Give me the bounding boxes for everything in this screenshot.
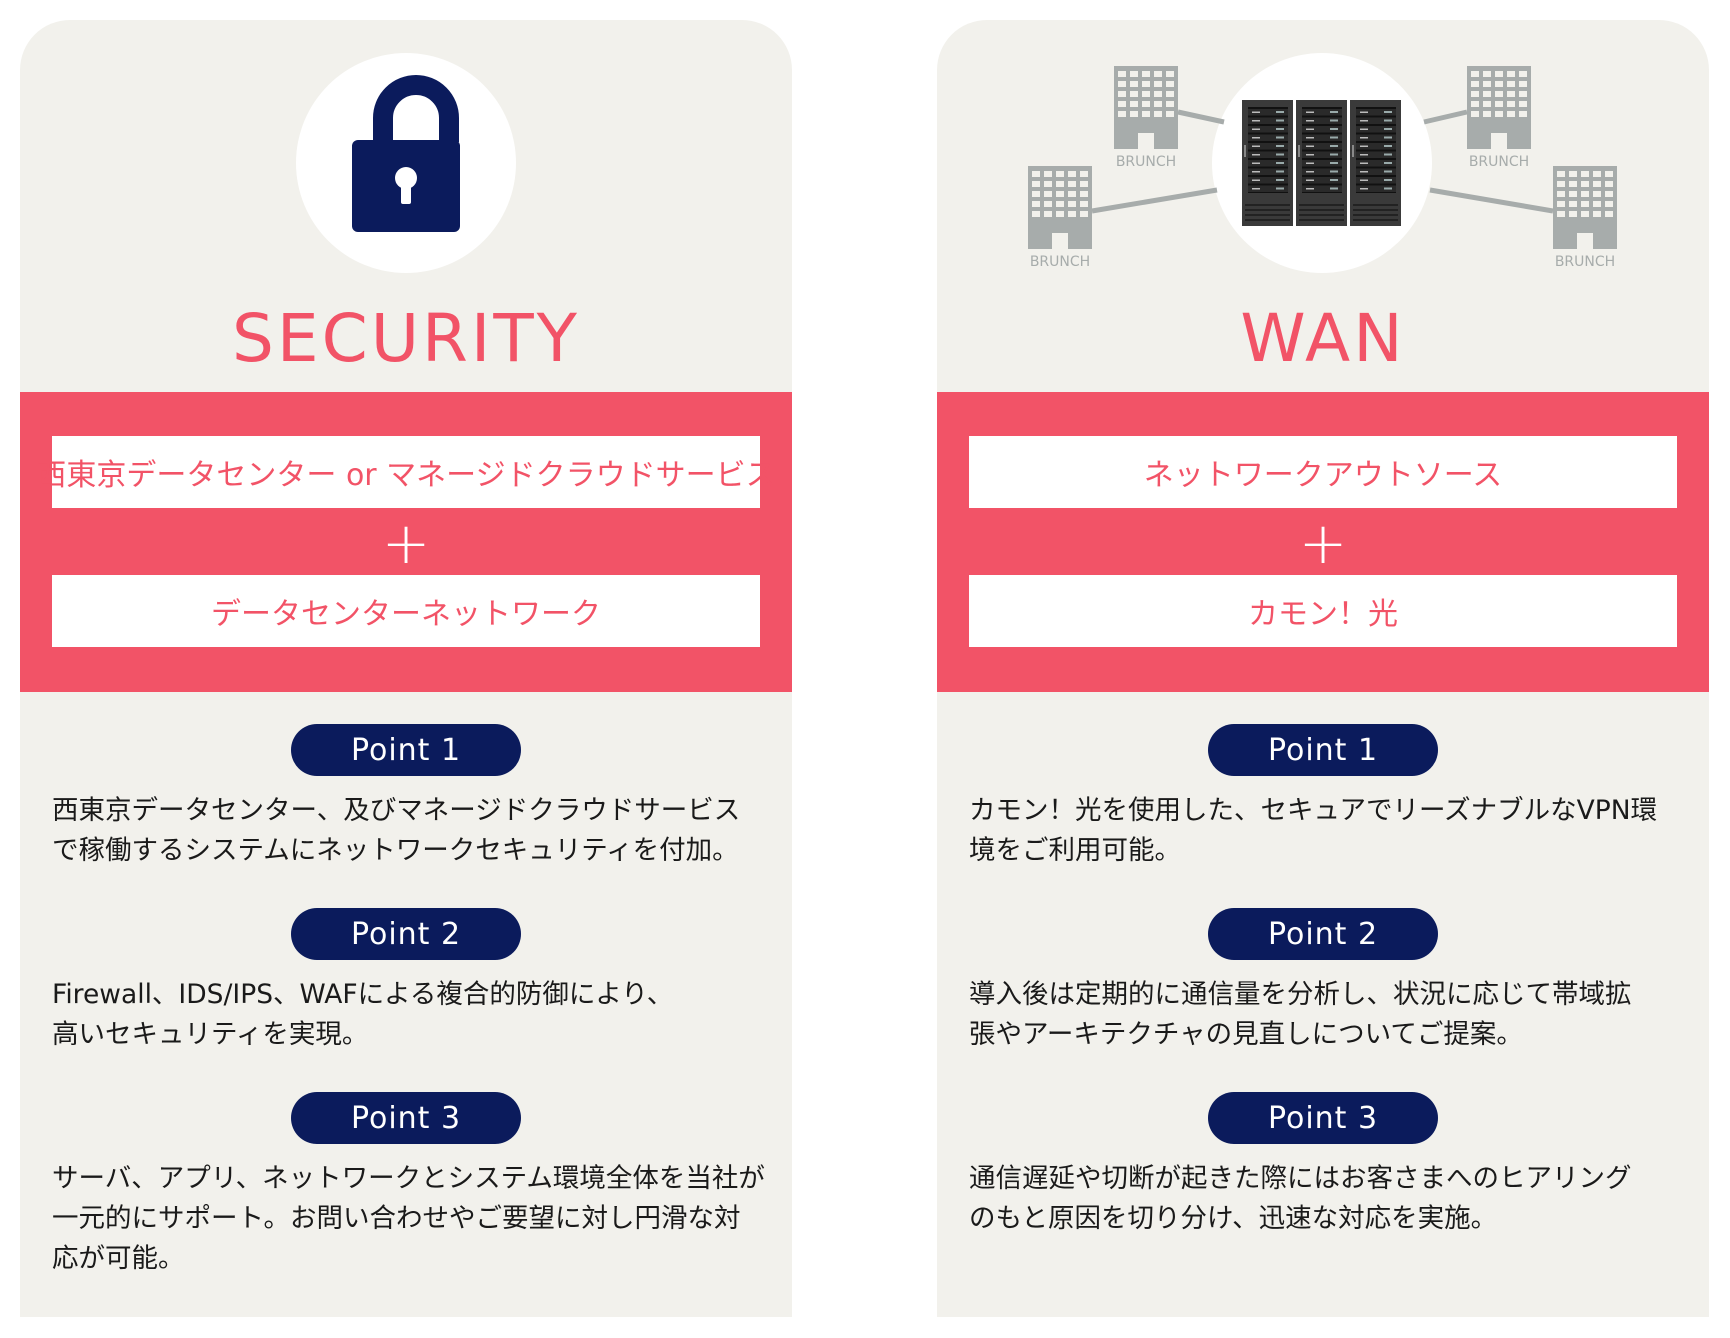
security-offer-2: データセンターネットワーク	[52, 575, 760, 647]
description-line: 境をご利用可能。	[969, 835, 1181, 866]
point-3-badge: Point 3	[1208, 1092, 1438, 1144]
branch-building-icon: BRUNCH	[1467, 66, 1531, 170]
branch-label: BRUNCH	[1030, 254, 1090, 270]
plus-icon: +	[1298, 509, 1348, 577]
description-line: 通信遅延や切断が起きた際にはお客さまへのヒアリング	[969, 1163, 1632, 1194]
branch-label: BRUNCH	[1555, 254, 1615, 270]
point-3-description: 通信遅延や切断が起きた際にはお客さまへのヒアリング のもと原因を切り分け、迅速な…	[969, 1159, 1689, 1239]
wan-card: BRUNCH BRUNCH BRUNCH BRUNCH WAN ネットワークアウトソー…	[937, 20, 1709, 1317]
security-offer-band: 西東京データセンター or マネージドクラウドサービス + データセンターネット…	[20, 392, 792, 692]
security-title: SECURITY	[232, 300, 580, 377]
description-line: で稼働するシステムにネットワークセキュリティを付加。	[52, 835, 739, 866]
point-2-badge: Point 2	[291, 908, 521, 960]
description-line: 西東京データセンター、及びマネージドクラウドサービス	[52, 795, 741, 826]
point-2-description: 導入後は定期的に通信量を分析し、状況に応じて帯域拡 張やアーキテクチャの見直しに…	[969, 975, 1689, 1055]
point-2-badge: Point 2	[1208, 908, 1438, 960]
description-line: 一元的にサポート。お問い合わせやご要望に対し円滑な対	[52, 1203, 741, 1234]
wan-offer-2: カモン！光	[969, 575, 1677, 647]
plus-icon: +	[381, 509, 431, 577]
description-line: 導入後は定期的に通信量を分析し、状況に応じて帯域拡	[969, 979, 1632, 1010]
server-rack-icon	[1296, 100, 1347, 226]
description-line: のもと原因を切り分け、迅速な対応を実施。	[969, 1203, 1498, 1234]
branch-building-icon: BRUNCH	[1114, 66, 1178, 170]
point-2-description: Firewall、IDS/IPS、WAFによる複合的防御により、 高いセキュリテ…	[52, 975, 772, 1055]
security-offer-1: 西東京データセンター or マネージドクラウドサービス	[36, 436, 776, 508]
description-line: サーバ、アプリ、ネットワークとシステム環境全体を当社が	[52, 1163, 765, 1194]
point-1-description: カモン！光を使用した、セキュアでリーズナブルなVPN環 境をご利用可能。	[969, 791, 1689, 871]
point-1-badge: Point 1	[291, 724, 521, 776]
point-3-description: サーバ、アプリ、ネットワークとシステム環境全体を当社が 一元的にサポート。お問い…	[52, 1159, 772, 1279]
wan-offer-1: ネットワークアウトソース	[969, 436, 1677, 508]
server-rack-icon	[1242, 100, 1293, 226]
server-network-icon: BRUNCH BRUNCH BRUNCH BRUNCH	[1028, 66, 1617, 270]
security-card: SECURITY 西東京データセンター or マネージドクラウドサービス + デ…	[20, 20, 792, 1317]
point-3-badge: Point 3	[291, 1092, 521, 1144]
description-line: Firewall、IDS/IPS、WAFによる複合的防御により、	[52, 979, 674, 1010]
lock-icon	[352, 75, 460, 232]
branch-label: BRUNCH	[1116, 154, 1176, 170]
branch-building-icon: BRUNCH	[1553, 166, 1617, 270]
point-1-badge: Point 1	[1208, 724, 1438, 776]
wan-offer-band: ネットワークアウトソース + カモン！光	[937, 392, 1709, 692]
point-1-description: 西東京データセンター、及びマネージドクラウドサービス で稼働するシステムにネット…	[52, 791, 772, 871]
branch-label: BRUNCH	[1469, 154, 1529, 170]
description-line: 応が可能。	[52, 1243, 185, 1274]
description-line: カモン！光を使用した、セキュアでリーズナブルなVPN環	[969, 795, 1658, 826]
description-line: 高いセキュリティを実現。	[52, 1019, 369, 1050]
branch-building-icon: BRUNCH	[1028, 166, 1092, 270]
server-rack-icon	[1350, 100, 1401, 226]
description-line: 張やアーキテクチャの見直しについてご提案。	[969, 1019, 1523, 1050]
wan-title: WAN	[1240, 300, 1406, 377]
